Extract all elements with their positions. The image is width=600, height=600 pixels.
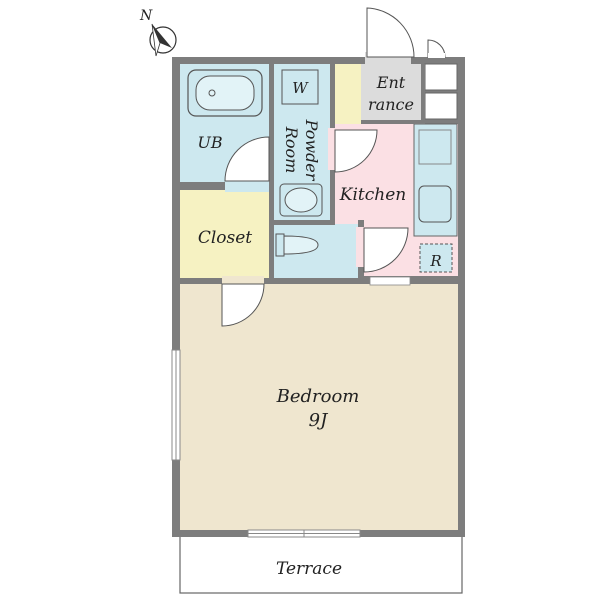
compass: N: [139, 8, 177, 57]
unit-bath-label: UB: [197, 133, 222, 152]
compass-label: N: [139, 8, 153, 24]
entrance-door-swing: [366, 7, 415, 58]
toilet-door-swing: [363, 227, 409, 273]
toilet-icon: [275, 233, 319, 257]
stove-panel: [418, 129, 452, 165]
powder-room-label-line2: Room: [282, 126, 301, 173]
refrigerator: [419, 243, 453, 273]
hall-strip: [335, 64, 361, 124]
bedroom-window-side: [171, 349, 181, 461]
refrigerator-label: R: [429, 252, 441, 270]
bedroom-size-label: 9J: [309, 410, 329, 431]
closet-label: Closet: [198, 228, 252, 248]
entrance-label-line1: Ent: [376, 73, 406, 92]
shoe-box-upper: [424, 63, 458, 91]
entrance-area: [361, 64, 421, 120]
washer-label: W: [292, 79, 309, 97]
bedroom-door-swing: [221, 283, 265, 327]
sink: [418, 185, 452, 223]
kitchen-label: Kitchen: [339, 185, 406, 205]
shoe-box-lower: [424, 92, 458, 120]
terrace-label: Terrace: [276, 559, 342, 579]
north-arrow-icon: [149, 23, 177, 57]
powder-room-label-line1: Powder: [302, 119, 321, 182]
bedroom-window-front: [247, 529, 361, 538]
entrance-label-line2: rance: [368, 95, 414, 114]
closet-area: [180, 190, 269, 280]
bath-door-swing: [224, 136, 270, 182]
terrace: Terrace: [179, 534, 463, 594]
bathtub-icon: [187, 69, 263, 117]
powder-door-swing: [334, 129, 378, 173]
bedroom-label: Bedroom: [276, 386, 360, 407]
wash-basin-icon: [279, 183, 323, 217]
washer-box: [281, 69, 319, 105]
